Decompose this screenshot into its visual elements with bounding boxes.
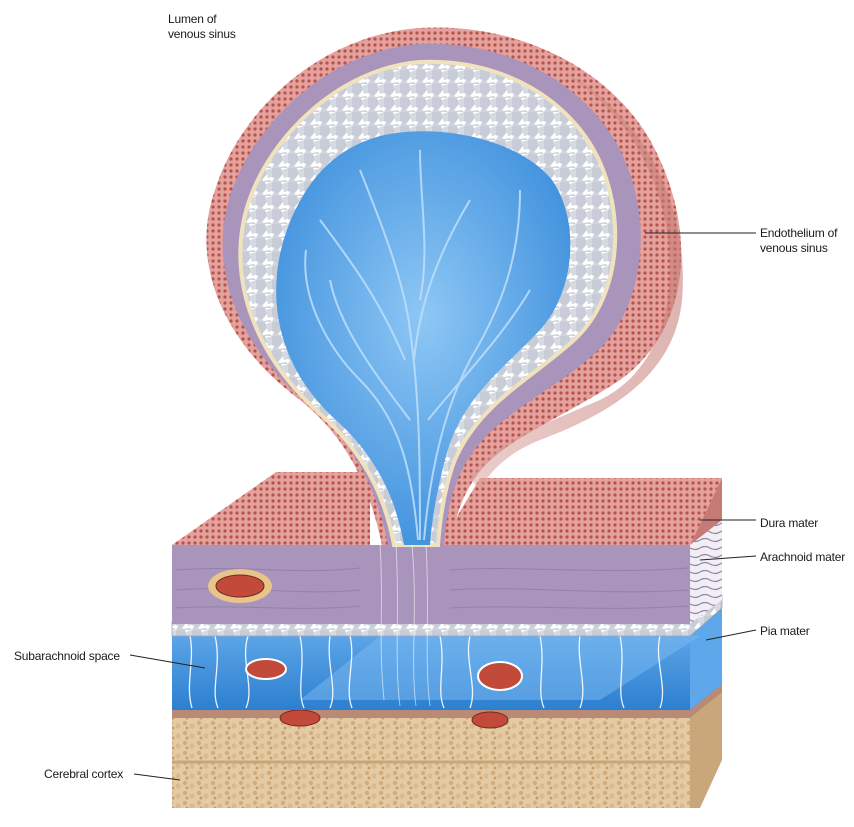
dura-vessel bbox=[216, 575, 264, 597]
label-subarachnoid-space: Subarachnoid space bbox=[14, 649, 120, 664]
subarachnoid-vessel bbox=[246, 659, 286, 679]
cortex-vessel bbox=[280, 710, 320, 726]
label-lumen-of-venous-sinus: Lumen of venous sinus bbox=[168, 12, 236, 42]
label-dura-mater: Dura mater bbox=[760, 516, 818, 531]
label-endothelium-of-venous-sinus: Endothelium of venous sinus bbox=[760, 226, 837, 256]
cortex-vessel bbox=[472, 712, 508, 728]
subarachnoid-vessel bbox=[478, 662, 522, 690]
label-cerebral-cortex: Cerebral cortex bbox=[44, 767, 123, 782]
label-pia-mater: Pia mater bbox=[760, 624, 810, 639]
label-arachnoid-mater: Arachnoid mater bbox=[760, 550, 845, 565]
